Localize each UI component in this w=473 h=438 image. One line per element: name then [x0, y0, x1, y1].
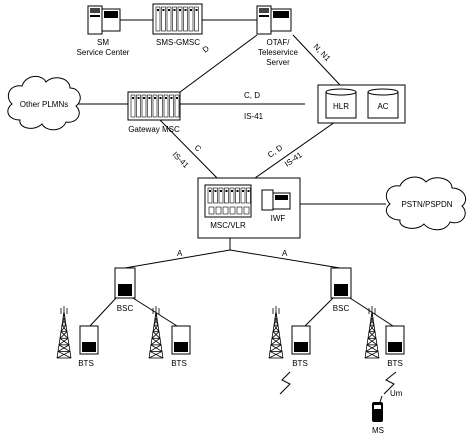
bsc-right-bts4-link: [349, 297, 394, 327]
sm-service-center: SM Service Center: [77, 5, 130, 57]
bts-4-label: BTS: [387, 359, 403, 368]
hlr-label: HLR: [333, 102, 349, 111]
sms-gmsc-node: SMS-GMSC: [152, 3, 203, 47]
bts-2-node: BTS: [171, 325, 191, 368]
other-plmns-cloud: Other PLMNs: [7, 76, 81, 131]
bsc-left-bts1-link: [89, 297, 117, 327]
bts-3-label: BTS: [292, 359, 308, 368]
other-plmns-label: Other PLMNs: [20, 100, 68, 109]
sm-label-line1: SM: [97, 38, 109, 47]
sms-gmsc-label: SMS-GMSC: [156, 38, 200, 47]
bts-1-node: BTS: [78, 325, 99, 368]
gateway-msc-node: Gateway MSC: [127, 91, 181, 134]
bsc-right-node: BSC: [330, 267, 352, 313]
ac-label: AC: [377, 102, 388, 111]
msc-vlr-label: MSC/VLR: [210, 221, 246, 230]
ms-label: MS: [372, 426, 384, 435]
sm-label-line2: Service Center: [77, 48, 130, 57]
edge-gateway-hlr-cd-label: C, D: [244, 91, 260, 100]
ac-database-icon: [367, 88, 399, 119]
bts-1-label: BTS: [78, 359, 94, 368]
edge-a-right-label: A: [282, 249, 288, 258]
edge-gateway-hlr-is41-label: IS-41: [244, 112, 264, 121]
hlr-msc-link: [247, 121, 336, 184]
bts-2-label: BTS: [171, 359, 187, 368]
antenna-tower-3-icon: [268, 306, 284, 359]
antenna-tower-1-icon: [56, 306, 72, 359]
bsc-right-bts3-link: [304, 297, 334, 327]
edge-a-left-label: A: [177, 249, 183, 258]
bsc-left-bts2-link: [132, 297, 178, 327]
edge-hlr-msc-cd-label: C, D: [266, 143, 284, 160]
otaf-label-line3: Server: [266, 58, 290, 67]
bts-3-node: BTS: [291, 325, 311, 368]
antenna-tower-2-icon: [148, 306, 164, 359]
bsc-left-node: BSC: [114, 267, 136, 313]
hlr-database-icon: [325, 88, 357, 119]
otaf-label-line1: OTAF/: [267, 38, 291, 47]
pstn-pspdn-cloud: PSTN/PSPDN: [385, 176, 467, 231]
otaf-gateway-link: [171, 34, 258, 99]
hlr-ac-group: HLR AC: [317, 84, 406, 124]
iwf-device: [261, 189, 291, 211]
edge-gateway-msc-is41-label: IS-41: [171, 150, 191, 170]
radio-link-1-icon: [279, 371, 291, 395]
edge-gateway-msc-c-label: C: [193, 143, 204, 154]
radio-link-2-icon: [383, 371, 397, 395]
pstn-label: PSTN/PSPDN: [401, 200, 452, 209]
mobile-station-icon: [372, 395, 383, 422]
connections: [78, 19, 394, 327]
bsc-right-label: BSC: [333, 304, 350, 313]
edge-otaf-gateway-label: D: [201, 44, 211, 55]
otaf-hlr-link: [292, 34, 341, 86]
msc-vlr-group: MSC/VLR IWF: [197, 177, 301, 239]
otaf-label-line2: Teleservice: [258, 48, 299, 57]
gateway-msc-link: [159, 119, 223, 184]
bsc-left-label: BSC: [117, 304, 134, 313]
edge-hlr-msc-is41-label: IS-41: [283, 150, 304, 169]
msc-bsc-left-link: [124, 249, 231, 269]
otaf-node: OTAF/ Teleservice Server: [256, 5, 299, 67]
gateway-msc-label: Gateway MSC: [128, 125, 180, 134]
iwf-label: IWF: [271, 214, 286, 223]
edge-otaf-hlr-label: N, N1: [312, 42, 333, 63]
antenna-tower-4-icon: [364, 306, 380, 359]
edge-um-label: Um: [390, 389, 403, 398]
msc-bsc-right-link: [229, 249, 341, 269]
bts-4-node: BTS: [385, 325, 405, 368]
